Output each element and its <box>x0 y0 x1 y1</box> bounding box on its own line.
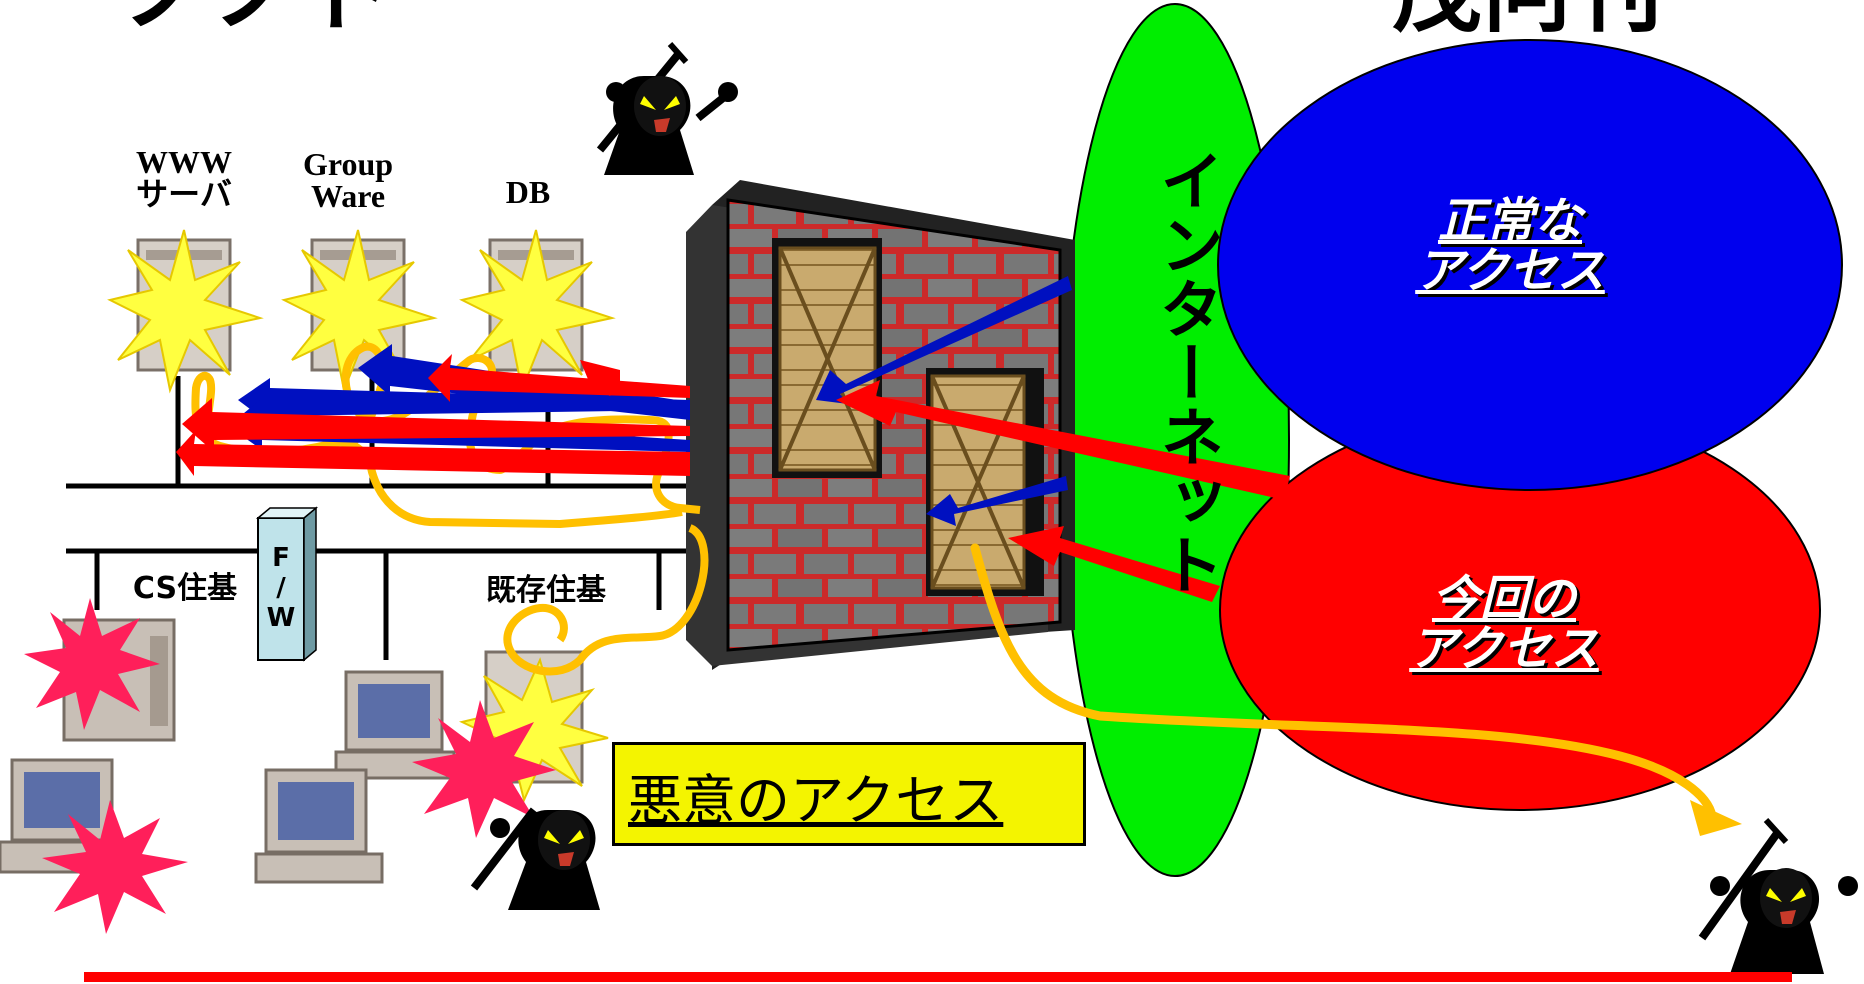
pink-burst-2 <box>42 800 188 934</box>
orange-malicious-path <box>970 543 1717 821</box>
pc-existing-2 <box>254 768 384 884</box>
label-normal-access: 正常な アクセス <box>1415 193 1605 300</box>
pc-existing-1 <box>334 670 456 780</box>
server-groupware <box>281 229 438 394</box>
label-db: DB <box>505 174 551 210</box>
label-firewall: F / W <box>266 543 296 633</box>
red-arrows <box>176 354 1290 602</box>
label-groupware: Group Ware <box>302 146 394 214</box>
server-db <box>459 229 616 394</box>
label-malicious-access: 悪意のアクセス <box>628 769 1004 832</box>
title-fragment-left: ノノト <box>122 0 392 38</box>
label-existing-juki: 既存住基 <box>486 573 606 608</box>
bottom-red-line <box>84 972 1792 982</box>
orange-lan-loop <box>503 524 709 676</box>
server-www <box>107 229 264 394</box>
pink-burst-1 <box>24 598 160 730</box>
label-cs-juki: CS住基 <box>132 571 238 606</box>
label-www-server: WWW サーバ <box>136 144 232 212</box>
hacker-bottom-center <box>470 807 600 910</box>
hacker-bottom-right <box>1698 817 1858 974</box>
brick-firewall <box>686 180 1075 670</box>
normal-access-ellipse <box>1217 39 1843 491</box>
label-internet: インターネット <box>1149 148 1223 596</box>
pink-burst-3 <box>412 700 556 838</box>
orange-arrowhead <box>1690 800 1742 836</box>
hacker-top <box>596 42 738 175</box>
malicious-access-box <box>612 742 1086 846</box>
label-current-access: 今回の アクセス <box>1409 571 1599 678</box>
title-fragment-right: 茂冋刊 <box>1392 0 1662 38</box>
